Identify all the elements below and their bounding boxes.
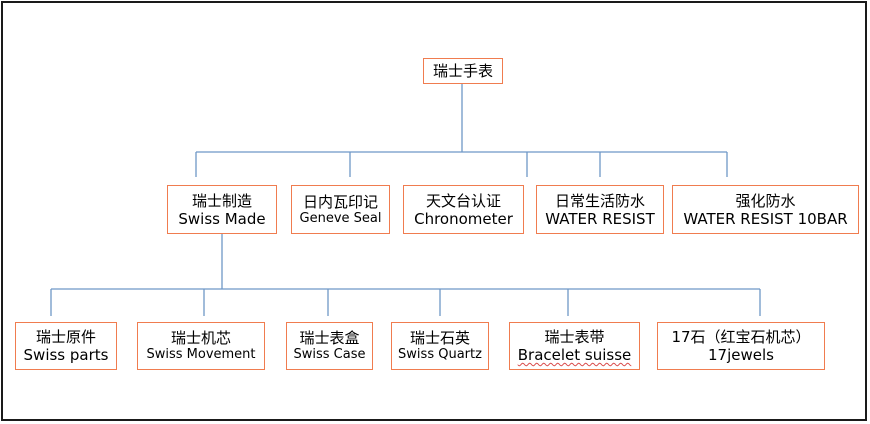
node-water-resist-10bar: 强化防水 WATER RESIST 10BAR [672, 185, 859, 234]
node-swiss-parts: 瑞士原件 Swiss parts [15, 322, 117, 370]
node-label-zh: 瑞士原件 [35, 328, 96, 346]
node-bracelet-suisse: 瑞士表带 Bracelet suisse [509, 322, 640, 370]
node-swiss-quartz: 瑞士石英 Swiss Quartz [391, 322, 489, 370]
node-label-en: Swiss Made [178, 209, 266, 228]
node-swiss-case: 瑞士表盒 Swiss Case [286, 322, 373, 370]
node-label-en: Chronometer [414, 209, 513, 228]
node-label-en: Swiss Quartz [398, 347, 482, 363]
node-label-zh: 强化防水 [735, 191, 796, 210]
node-label-zh: 瑞士制造 [191, 191, 252, 210]
node-swiss-movement: 瑞士机芯 Swiss Movement [137, 322, 265, 370]
node-label-zh: 瑞士机芯 [170, 329, 231, 348]
node-geneve-seal: 日内瓦印记 Geneve Seal [291, 185, 390, 234]
node-label-en: Swiss parts [23, 346, 109, 364]
node-label-zh: 日内瓦印记 [302, 192, 378, 211]
node-swiss-made: 瑞士制造 Swiss Made [167, 185, 277, 234]
node-label-zh: 瑞士表带 [544, 328, 605, 346]
node-label-zh: 17石（红宝石机芯） [671, 328, 811, 346]
node-label-zh: 日常生活防水 [554, 191, 645, 210]
node-label-zh: 瑞士石英 [409, 329, 470, 348]
node-17jewels: 17石（红宝石机芯） 17jewels [657, 322, 825, 370]
node-label-en: Swiss Case [293, 347, 366, 363]
node-root-swiss-watch: 瑞士手表 [423, 58, 503, 84]
node-chronometer: 天文台认证 Chronometer [403, 185, 524, 234]
node-water-resist: 日常生活防水 WATER RESIST [536, 185, 664, 234]
node-root-label: 瑞士手表 [432, 62, 493, 80]
node-label-zh: 天文台认证 [425, 191, 501, 210]
node-label-en: Bracelet suisse [517, 346, 632, 364]
node-label-en: WATER RESIST [545, 209, 655, 228]
node-label-zh: 瑞士表盒 [299, 329, 360, 348]
node-label-en: Geneve Seal [299, 210, 382, 226]
node-label-en: WATER RESIST 10BAR [683, 209, 848, 228]
node-label-en: 17jewels [708, 346, 774, 364]
node-label-en: Swiss Movement [146, 347, 256, 363]
